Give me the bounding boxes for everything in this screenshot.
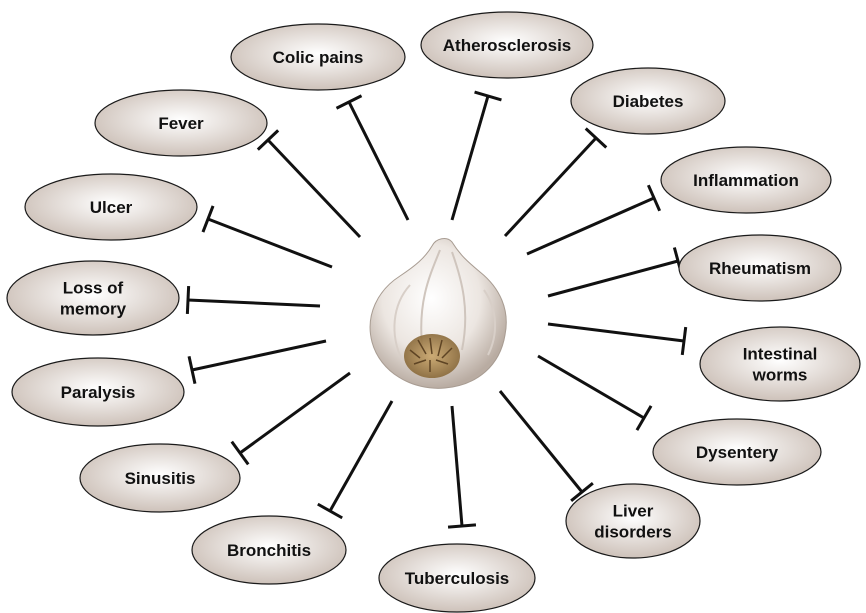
edge-line [208,219,332,267]
condition-node-bronchitis: Bronchitis [192,516,346,584]
inhibition-edge-ulcer [203,206,332,267]
condition-label: Ulcer [90,198,133,217]
inhibition-edge-dysentery [538,356,651,430]
condition-node-inflammation: Inflammation [661,147,831,213]
inhibition-bar-icon [187,286,188,314]
condition-label: Dysentery [696,443,779,462]
condition-label: worms [752,366,808,385]
condition-node-rheumatism: Rheumatism [679,235,841,301]
condition-label: Fever [158,114,204,133]
condition-label: memory [60,300,127,319]
condition-node-loss-of-memory: Loss of memory [7,261,179,335]
inhibition-edge-fever [258,130,360,237]
edge-line [349,102,408,220]
inhibition-edge-inflammation [527,185,660,254]
condition-node-dysentery: Dysentery [653,419,821,485]
condition-node-atherosclerosis: Atherosclerosis [421,12,593,78]
edge-line [538,356,644,418]
condition-label: Intestinal [743,345,818,364]
inhibition-edge-loss-of-memory [187,286,320,314]
condition-node-fever: Fever [95,90,267,156]
condition-ellipse [566,484,700,558]
condition-node-colic-pains: Colic pains [231,24,405,90]
edge-line [527,198,654,254]
condition-label: Paralysis [61,383,136,402]
condition-node-liver-disorders: Liver disorders [566,484,700,558]
inhibition-edge-bronchitis [318,401,392,518]
condition-label: Inflammation [693,171,799,190]
inhibition-edge-tuberculosis [448,406,476,527]
condition-node-diabetes: Diabetes [571,68,725,134]
inhibition-edge-atherosclerosis [452,92,501,220]
inhibition-edge-diabetes [505,128,606,236]
condition-label: Rheumatism [709,259,811,278]
edge-line [548,261,678,296]
edge-line [330,401,392,511]
garlic-bulb-icon [370,239,506,389]
edge-line [188,300,320,306]
inhibition-bar-icon [648,185,659,211]
condition-node-sinusitis: Sinusitis [80,444,240,512]
edge-line [500,391,582,492]
inhibition-bar-icon [637,406,651,430]
condition-label: disorders [594,523,671,542]
condition-label: Liver [613,502,654,521]
condition-ellipse [700,327,860,401]
inhibition-bar-icon [682,327,685,355]
condition-node-ulcer: Ulcer [25,174,197,240]
edge-line [452,96,488,220]
condition-label: Bronchitis [227,541,311,560]
inhibition-edge-liver-disorders [500,391,593,501]
edge-line [268,140,360,237]
inhibition-edge-sinusitis [232,373,350,464]
inhibition-bar-icon [448,525,476,527]
inhibition-edge-rheumatism [548,247,682,296]
condition-ellipse [7,261,179,335]
condition-label: Colic pains [273,48,364,67]
inhibition-bar-icon [318,504,342,518]
edge-line [505,138,596,236]
condition-label: Sinusitis [125,469,196,488]
inhibition-bar-icon [336,96,361,109]
condition-node-tuberculosis: Tuberculosis [379,544,535,612]
inhibition-bar-icon [232,442,248,465]
inhibition-edge-intestinal-worms [548,324,686,355]
inhibition-edge-paralysis [189,341,326,384]
edge-line [192,341,326,370]
condition-label: Tuberculosis [405,569,510,588]
edge-line [452,406,462,526]
inhibition-edge-colic-pains [336,96,408,220]
edge-line [548,324,684,341]
condition-node-paralysis: Paralysis [12,358,184,426]
edge-line [240,373,350,453]
condition-label: Diabetes [613,92,684,111]
condition-label: Loss of [63,279,124,298]
condition-label: Atherosclerosis [443,36,572,55]
condition-node-intestinal-worms: Intestinal worms [700,327,860,401]
